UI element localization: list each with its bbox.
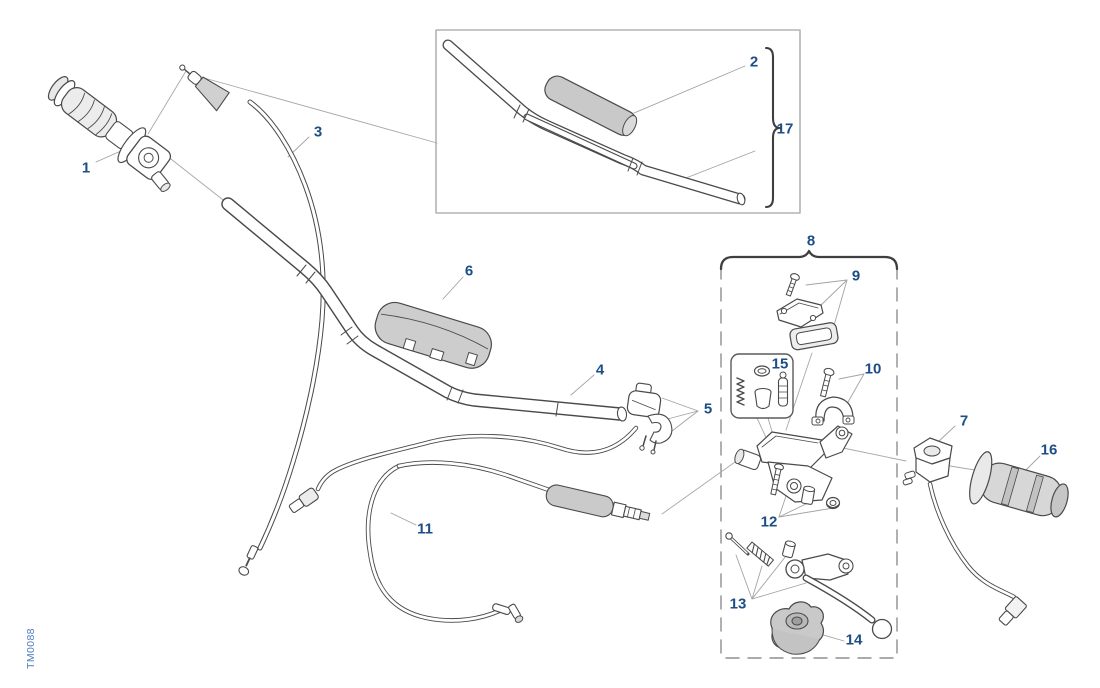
inset-handlebar <box>442 39 746 206</box>
crossbar-pad-cover <box>374 301 492 369</box>
part-label-3[interactable]: 3 <box>313 123 323 141</box>
part-label-7[interactable]: 7 <box>959 412 969 430</box>
part-label-11[interactable]: 11 <box>417 520 433 538</box>
adjuster-knob <box>770 601 824 655</box>
master-cylinder-body <box>734 425 853 503</box>
part-label-6[interactable]: 6 <box>464 262 474 280</box>
reservoir-cap-set <box>776 273 839 351</box>
part-label-13[interactable]: 13 <box>729 595 747 613</box>
lower-cable <box>365 460 651 623</box>
part-label-9[interactable]: 9 <box>851 267 861 285</box>
left-switch-assembly <box>288 382 673 513</box>
part-label-16[interactable]: 16 <box>1040 441 1058 459</box>
dashed-group-box-8 <box>720 265 898 659</box>
brace-group-8 <box>719 249 899 271</box>
brace-part-17 <box>764 46 782 209</box>
lever-clamp <box>811 367 855 426</box>
right-switch <box>902 437 1027 626</box>
part-label-2[interactable]: 2 <box>749 53 759 71</box>
part-label-17[interactable]: 17 <box>776 120 794 138</box>
part-label-4[interactable]: 4 <box>595 361 605 379</box>
part-label-10[interactable]: 10 <box>864 360 882 378</box>
mounting-hardware <box>770 463 841 510</box>
handlebar-grip <box>969 451 1069 518</box>
diagram-code: TM0088 <box>25 628 37 669</box>
part-label-15[interactable]: 15 <box>771 355 789 373</box>
part-label-1[interactable]: 1 <box>81 159 91 177</box>
throttle-tube-assembly <box>47 76 172 192</box>
handlebar <box>221 197 628 422</box>
part-label-5[interactable]: 5 <box>703 400 713 418</box>
seal-kit-box <box>730 353 794 419</box>
part-label-14[interactable]: 14 <box>845 631 863 649</box>
part-label-8[interactable]: 8 <box>806 232 816 250</box>
part-label-12[interactable]: 12 <box>760 513 778 531</box>
clutch-lever-set <box>725 532 893 640</box>
inset-crossbar-pad <box>544 75 638 137</box>
throttle-cable <box>179 64 326 576</box>
